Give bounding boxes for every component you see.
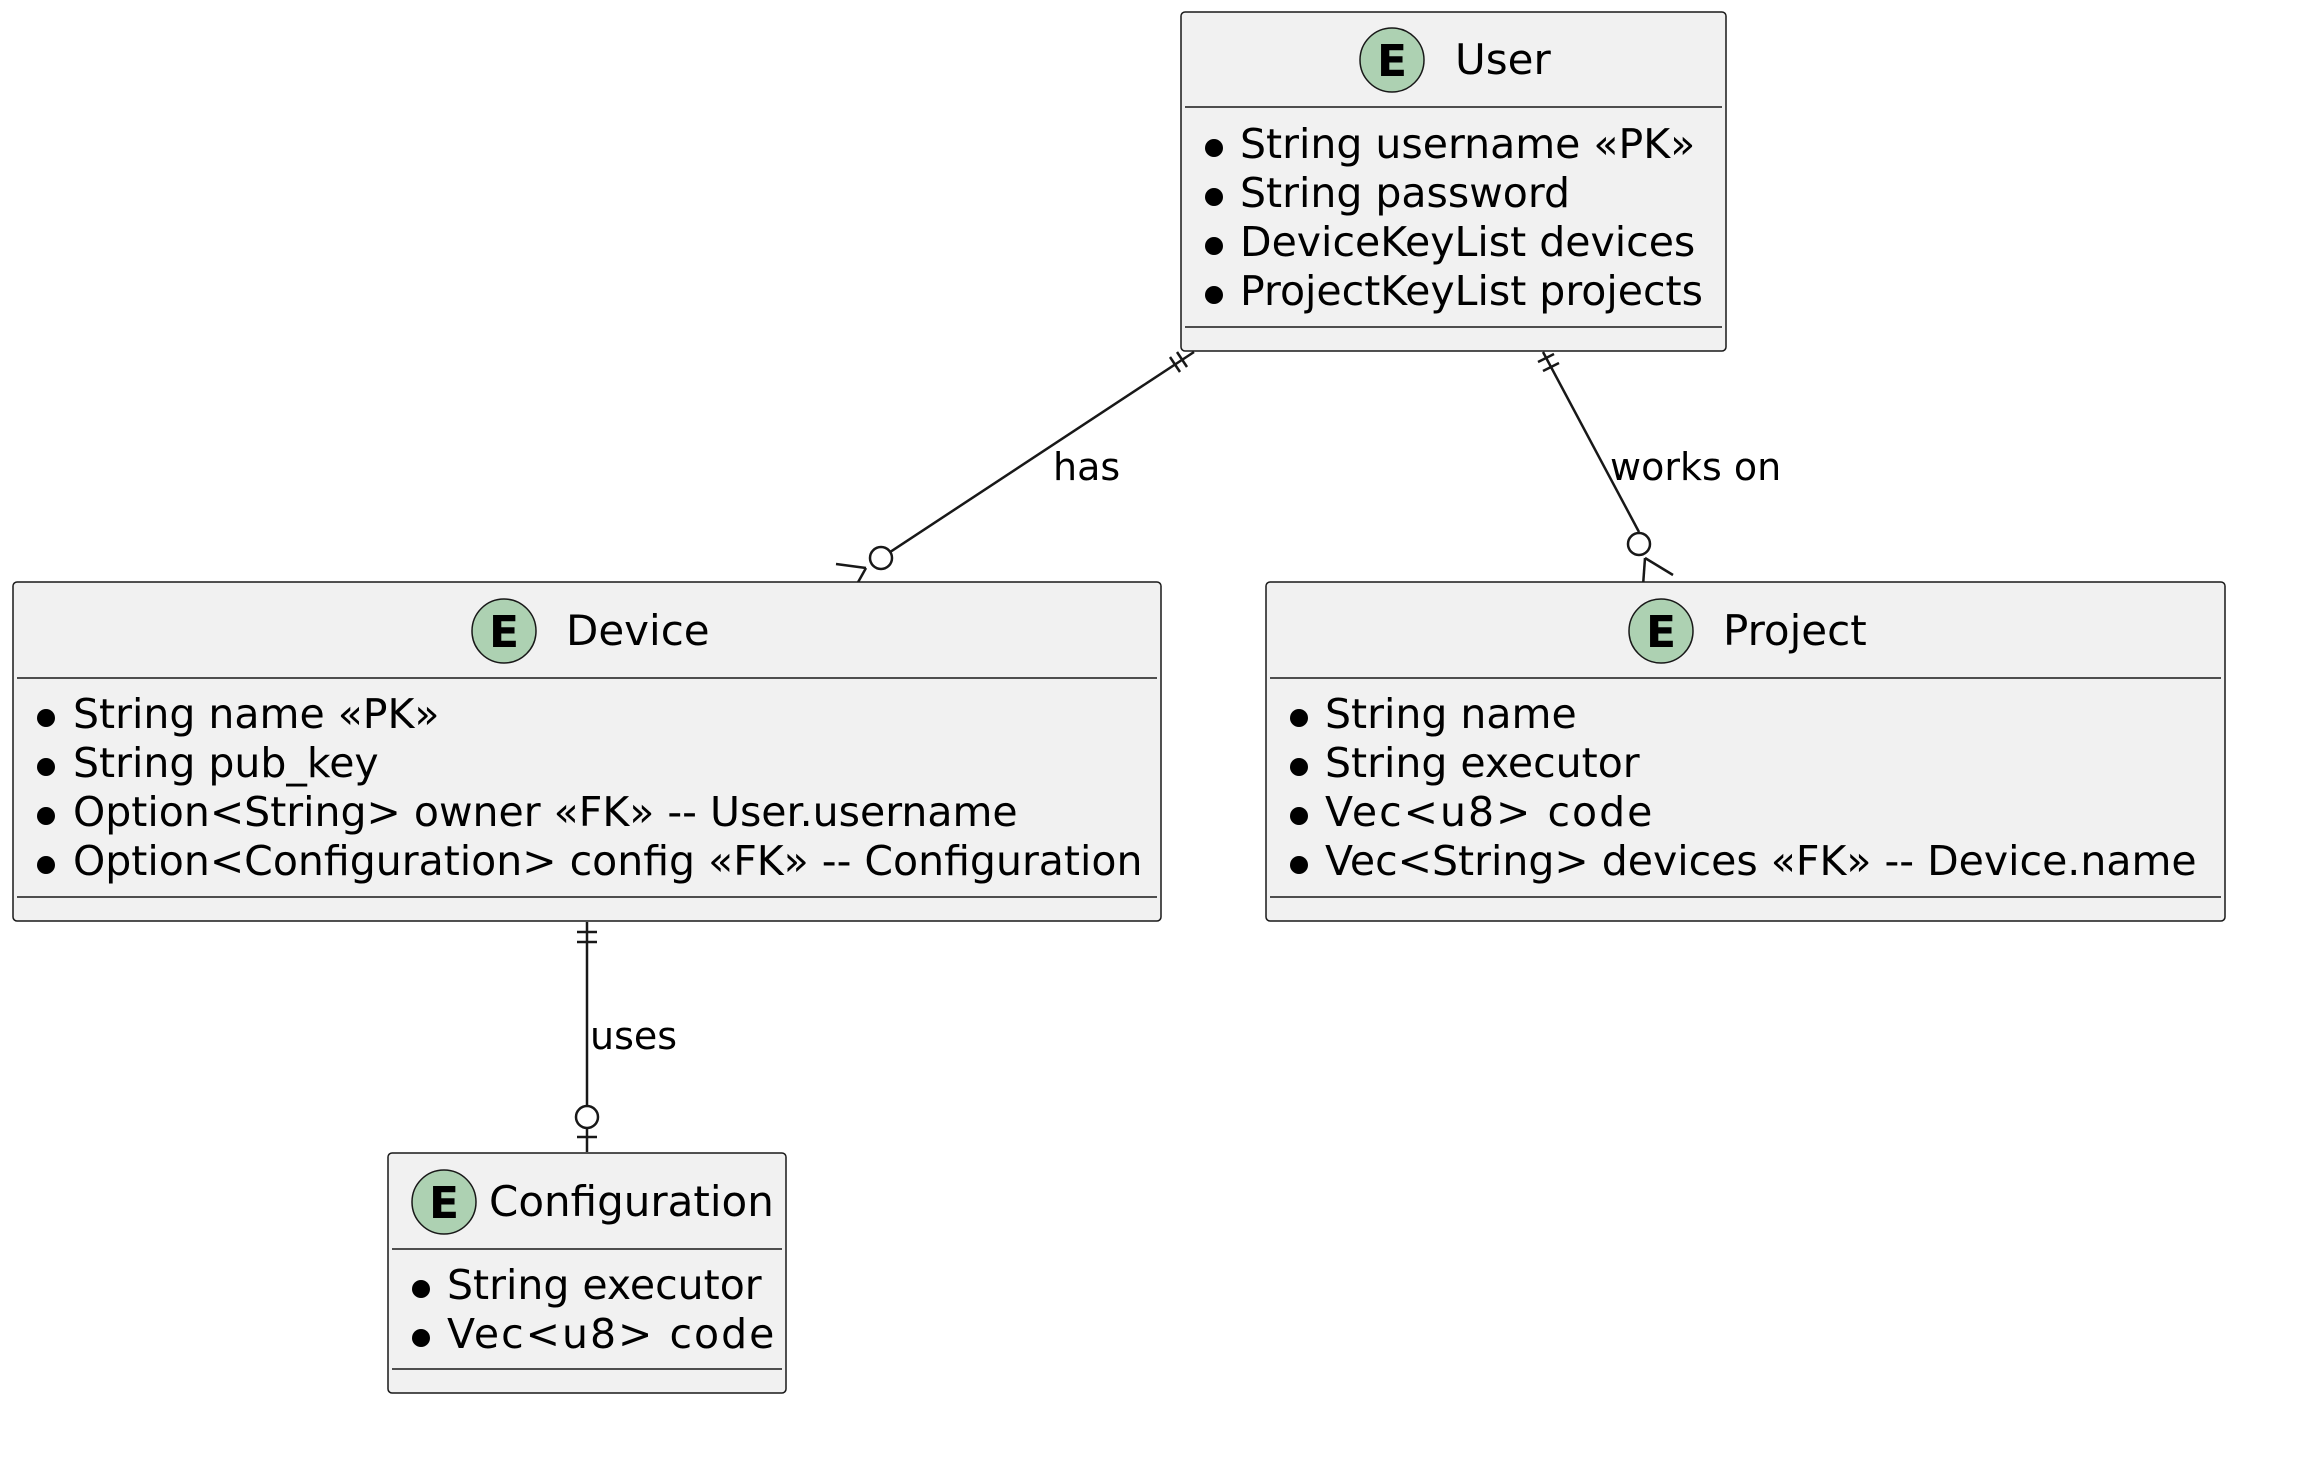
entity-device-box	[12, 581, 1162, 922]
relationship-user-project: works on	[1537, 351, 1781, 587]
edge-user-device	[880, 350, 1195, 560]
field-bullet-icon	[37, 709, 55, 727]
edge-user-project	[1541, 351, 1641, 533]
card-circle-zero	[574, 1104, 600, 1130]
relationship-user-device: has	[835, 350, 1195, 594]
entity-field: String name	[1325, 690, 1577, 738]
field-bullet-icon	[1205, 237, 1223, 255]
entity-field: ProjectKeyList projects	[1240, 267, 1703, 315]
card-circle-zero	[1626, 531, 1652, 557]
entity-user: E User String username «PK» String passw…	[1180, 11, 1727, 352]
card-mark-one	[1175, 351, 1189, 368]
entity-badge-letter: E	[429, 1178, 459, 1229]
card-crowfoot	[835, 562, 867, 570]
card-mark-one	[1537, 352, 1555, 364]
entity-field: String password	[1240, 169, 1570, 217]
entity-field: Vec<u8> code	[1325, 788, 1654, 836]
field-bullet-icon	[1205, 286, 1223, 304]
field-bullet-icon	[37, 758, 55, 776]
field-bullet-icon	[1205, 188, 1223, 206]
relationship-label-has: has	[1053, 445, 1120, 489]
entity-badge-icon	[1359, 27, 1425, 93]
entity-field: DeviceKeyList devices	[1240, 218, 1695, 266]
entity-project-box	[1265, 581, 2226, 922]
field-bullet-icon	[1290, 758, 1308, 776]
entity-configuration-box	[387, 1152, 787, 1394]
entity-badge-icon	[471, 598, 537, 664]
entity-field: String name «PK»	[73, 690, 439, 738]
field-bullet-icon	[1290, 807, 1308, 825]
field-bullet-icon	[412, 1280, 430, 1298]
entity-title: Project	[1723, 606, 1867, 655]
entity-badge-letter: E	[1646, 607, 1676, 658]
field-bullet-icon	[1205, 139, 1223, 157]
relationship-label-works-on: works on	[1610, 445, 1781, 489]
entity-field: String executor	[447, 1261, 762, 1309]
entity-badge-letter: E	[1377, 36, 1407, 87]
entity-field: Vec<String> devices «FK» -- Device.name	[1325, 837, 2197, 885]
entity-field: String executor	[1325, 739, 1640, 787]
entity-field: String pub_key	[73, 739, 379, 787]
field-bullet-icon	[37, 856, 55, 874]
entity-user-box	[1180, 11, 1727, 352]
entity-field: Option<String> owner «FK» -- User.userna…	[73, 788, 1018, 836]
entity-device: E Device String name «PK» String pub_key…	[12, 581, 1162, 922]
entity-title: User	[1455, 35, 1551, 84]
entity-badge-icon	[411, 1169, 477, 1235]
field-bullet-icon	[37, 807, 55, 825]
card-crowfoot	[1644, 556, 1674, 577]
entity-field: Option<Configuration> config «FK» -- Con…	[73, 837, 1142, 885]
relationship-label-uses: uses	[590, 1014, 677, 1058]
card-mark-one	[1168, 356, 1182, 373]
entity-title: Configuration	[489, 1177, 774, 1226]
card-circle-zero	[868, 545, 894, 571]
entity-field: String username «PK»	[1240, 120, 1695, 168]
card-mark-one	[1542, 361, 1560, 373]
entity-badge-icon	[1628, 598, 1694, 664]
entity-configuration: E Configuration String executor Vec<u8> …	[387, 1152, 787, 1394]
entity-title: Device	[566, 606, 710, 655]
entity-field: Vec<u8> code	[447, 1310, 776, 1358]
entity-project: E Project String name String executor Ve…	[1265, 581, 2226, 922]
relationship-device-configuration: uses	[574, 922, 677, 1152]
field-bullet-icon	[412, 1329, 430, 1347]
field-bullet-icon	[1290, 856, 1308, 874]
field-bullet-icon	[1290, 709, 1308, 727]
entity-badge-letter: E	[489, 607, 519, 658]
